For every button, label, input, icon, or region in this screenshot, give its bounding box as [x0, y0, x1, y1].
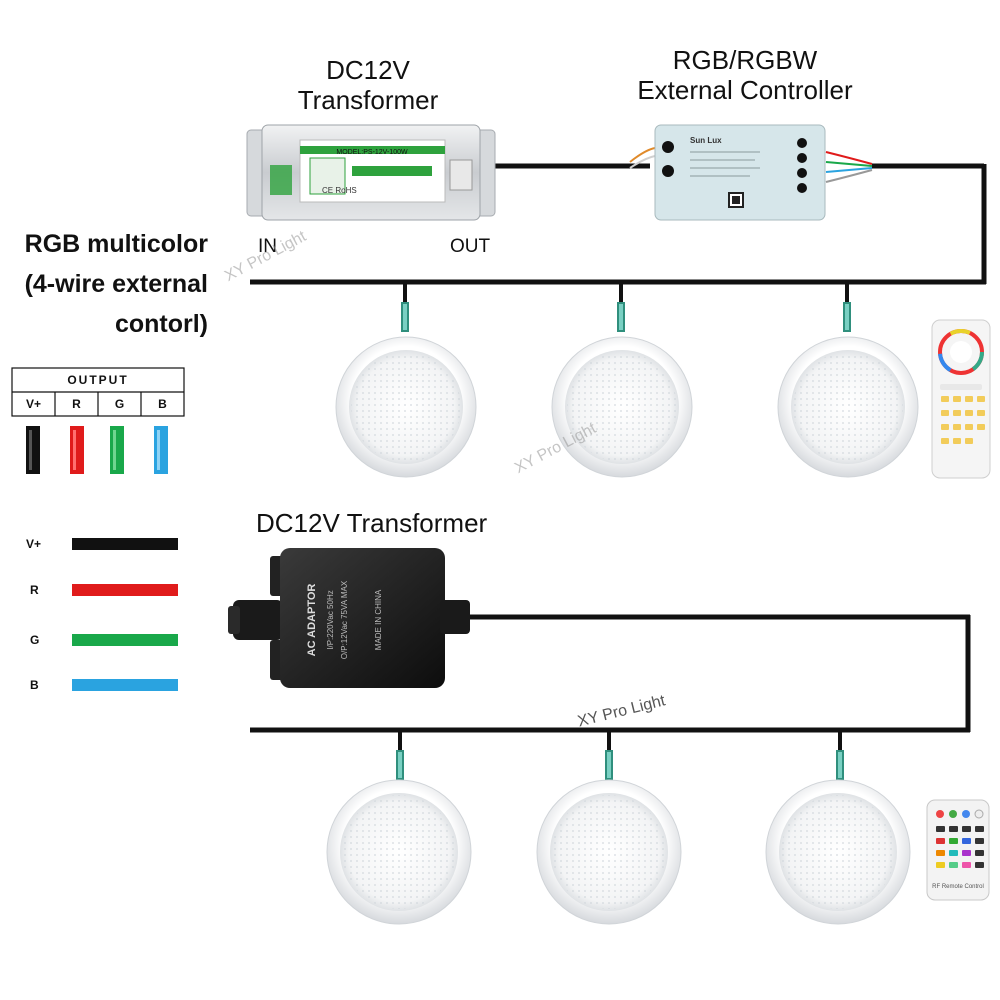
legend-label-vplus: V+: [26, 537, 42, 551]
out-label: OUT: [450, 236, 491, 257]
svg-text:MODEL:PS-12V-100W: MODEL:PS-12V-100W: [336, 149, 408, 156]
legend-label-b: B: [30, 678, 39, 692]
rgb-multicolor-title: RGB multicolor (4-wire external contorl): [0, 224, 208, 344]
bottom-drop-1: [396, 730, 404, 780]
top-drop-1: [401, 282, 409, 332]
lamp-top-1: [335, 336, 477, 478]
legend-bars: [72, 538, 178, 691]
bottom-drop-3: [836, 730, 844, 780]
svg-text:CE RoHS: CE RoHS: [322, 186, 357, 195]
output-table: [11, 367, 185, 474]
svg-text:AC ADAPTOR: AC ADAPTOR: [306, 584, 318, 657]
svg-text:MADE IN CHINA: MADE IN CHINA: [374, 589, 383, 650]
transformer-title: DC12V Transformer: [268, 55, 468, 115]
bottom-drop-2: [605, 730, 613, 780]
ac-adaptor-device: AC ADAPTOR I/P:220Vac 50Hz O/P:12Vac 75V…: [228, 548, 470, 688]
output-col-vplus: V+: [25, 397, 41, 411]
rgb-controller-device: Sun Lux: [654, 124, 826, 221]
lamp-bottom-2: [536, 779, 682, 925]
top-drop-3: [843, 282, 851, 332]
legend-label-g: G: [30, 633, 40, 647]
side-title-line3: contorl): [114, 310, 208, 338]
output-col-r: R: [72, 397, 81, 411]
rf-remote: RF Remote Control: [926, 799, 990, 901]
svg-text:RF Remote Control: RF Remote Control: [932, 884, 984, 890]
side-title-line2: (4-wire external: [24, 270, 208, 298]
side-title-line1: RGB multicolor: [24, 230, 208, 258]
in-label: IN: [258, 236, 277, 257]
dc-transformer-device: MODEL:PS-12V-100W CE RoHS: [246, 124, 496, 221]
svg-text:O/P:12Vac 75VA MAX: O/P:12Vac 75VA MAX: [340, 580, 349, 659]
top-lamps: [335, 336, 919, 478]
top-drop-2: [617, 282, 625, 332]
transformer-title-line2: Transformer: [297, 85, 439, 115]
bottom-wiring: [250, 614, 971, 780]
lamp-bottom-3: [765, 779, 911, 925]
controller-title-line1: RGB/RGBW: [672, 45, 818, 75]
output-table-header: OUTPUT: [67, 373, 129, 387]
bottom-lamps: [326, 779, 911, 925]
svg-text:Sun Lux: Sun Lux: [690, 136, 722, 145]
output-col-g: G: [114, 397, 125, 411]
lamp-top-2: [551, 336, 693, 478]
top-wiring: [250, 147, 987, 332]
controller-title: RGB/RGBW External Controller: [620, 45, 870, 105]
controller-title-line2: External Controller: [637, 75, 853, 105]
output-col-b: B: [158, 397, 167, 411]
transformer-title-line1: DC12V: [326, 55, 410, 85]
svg-text:I/P:220Vac 50Hz: I/P:220Vac 50Hz: [326, 590, 335, 649]
lamp-bottom-1: [326, 779, 472, 925]
bottom-transformer-title: DC12V Transformer: [256, 508, 488, 538]
legend-label-r: R: [30, 583, 39, 597]
touch-remote: [931, 319, 991, 479]
lamp-top-3: [777, 336, 919, 478]
